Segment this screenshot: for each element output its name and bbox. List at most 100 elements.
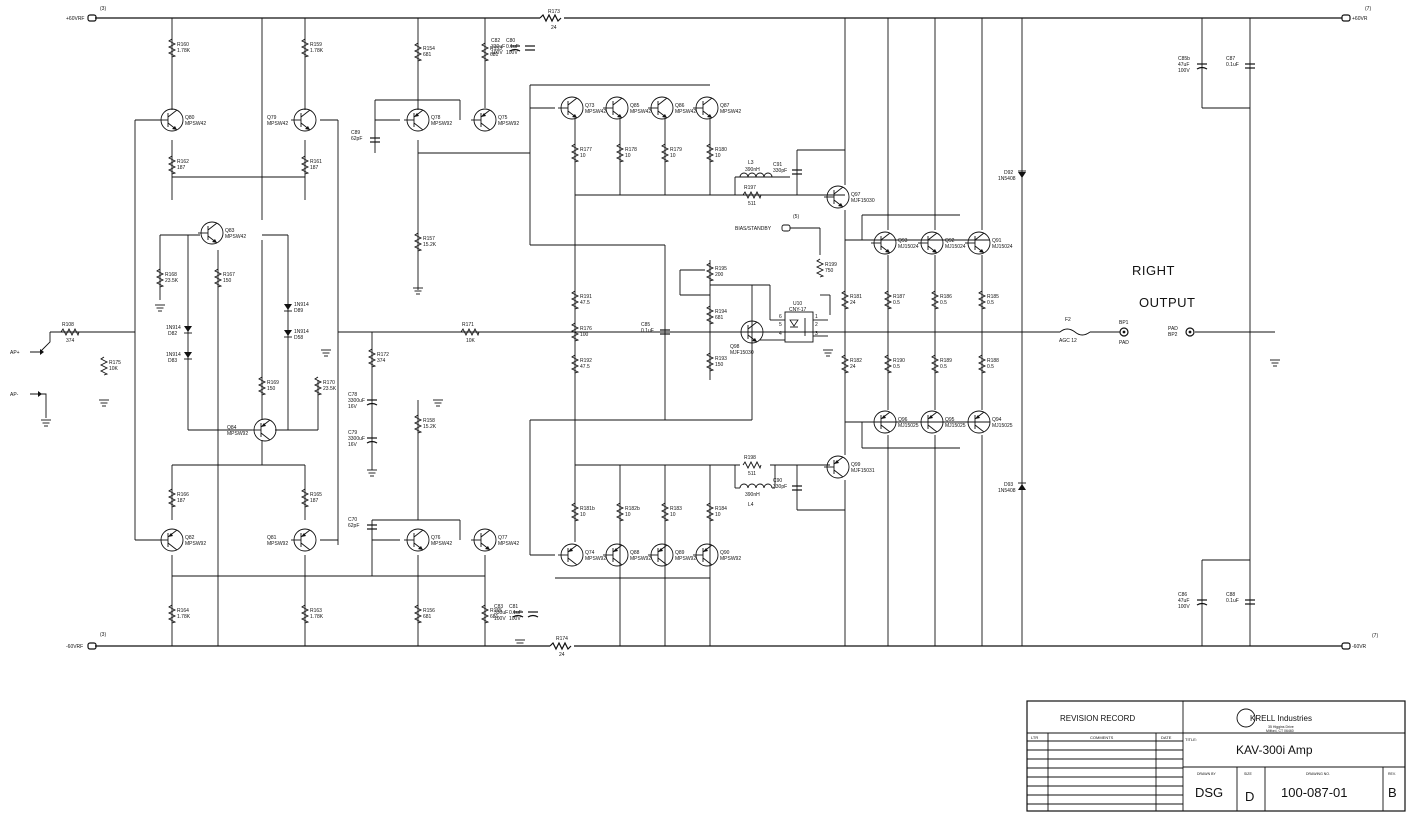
- resistor-ref: R169: [267, 380, 279, 386]
- resistor-ref: R191: [580, 294, 592, 300]
- binding-post-bp1: [1119, 327, 1129, 337]
- negative-rail-left-ref: (3): [100, 632, 106, 638]
- opto-pin-2: 2: [815, 322, 818, 328]
- capacitor-value: 62pF: [348, 523, 359, 529]
- title-block: [1026, 700, 1406, 812]
- resistor-value: 10: [670, 153, 676, 159]
- transistor-part: MPSW92: [675, 556, 696, 562]
- resistor-value: 0.5: [940, 364, 947, 370]
- capacitor-value: 0.1uF: [509, 610, 522, 616]
- revision-record-label: REVISION RECORD: [1060, 714, 1135, 723]
- ltr-label: LTR: [1031, 735, 1038, 740]
- r174-value: 24: [559, 652, 565, 658]
- capacitor-ref: C78: [348, 392, 357, 398]
- transistor-part: MPSW92: [185, 541, 206, 547]
- capacitor-voltage: 100V: [494, 616, 506, 622]
- capacitor-value: 0.1uF: [506, 44, 519, 50]
- diode-d93: [1018, 482, 1026, 490]
- resistor-ref: R178: [625, 147, 637, 153]
- resistor-value: 750: [825, 268, 834, 274]
- resistor-ref: R162: [177, 159, 189, 165]
- resistor-ref: R154: [423, 46, 435, 52]
- resistor-value: 1.78K: [310, 614, 324, 620]
- transistor-part: MJ15024: [945, 244, 966, 250]
- capacitor-voltage: 16V: [348, 404, 358, 410]
- resistor-ref: R167: [223, 272, 235, 278]
- resistor-ref: R190: [893, 358, 905, 364]
- resistor-ref: R160: [177, 42, 189, 48]
- capacitor-ref: C70: [348, 517, 357, 523]
- resistor-value: 100: [580, 332, 589, 338]
- resistor-ref: R158: [423, 418, 435, 424]
- capacitor-ref: C82: [491, 38, 500, 44]
- resistor-value: 10K: [466, 338, 476, 344]
- transistor-part: MPSW42: [585, 109, 606, 115]
- positive-rail-right-label: +60VR: [1352, 16, 1368, 22]
- size-value: D: [1245, 789, 1254, 804]
- resistor-ref: R184: [715, 506, 727, 512]
- transistor-part: MPSW42: [185, 121, 206, 127]
- diode-d89-ref: 1N914: [294, 302, 309, 308]
- diode-d83: [184, 352, 192, 360]
- resistor-ref: R166: [177, 492, 189, 498]
- resistor-value: 0.5: [893, 364, 900, 370]
- capacitor-ref: C89: [351, 130, 360, 136]
- diode-d92-ref: D92: [1004, 170, 1013, 176]
- inductor-l3-value: 390nH: [745, 167, 760, 173]
- drawing-no-label: DRAWING NO.: [1306, 772, 1330, 776]
- capacitor-voltage: 100V: [1178, 604, 1190, 610]
- transistor-ref: Q84: [227, 425, 237, 431]
- transistor-ref: Q80: [185, 115, 195, 121]
- transistor-ref: Q93: [898, 238, 908, 244]
- ground-symbol: [413, 287, 423, 295]
- capacitor-ref: C80: [506, 38, 515, 44]
- size-label: SIZE: [1244, 772, 1252, 776]
- negative-rail-right-ref: (7): [1372, 633, 1378, 639]
- resistor-value: 150: [223, 278, 232, 284]
- resistor-ref: R159: [310, 42, 322, 48]
- company-address-2: Milford, CT 06460: [1266, 729, 1294, 733]
- capacitor-value: 330uF: [491, 44, 505, 50]
- bias-standby-label: BIAS/STANDBY: [735, 226, 772, 232]
- optocoupler-part: CNY-17: [789, 307, 807, 313]
- resistor-ref: R199: [825, 262, 837, 268]
- ground-symbol: [155, 304, 165, 312]
- resistor-value: 1.78K: [177, 48, 191, 54]
- resistor-value: 187: [310, 498, 319, 504]
- bp1-ref: BP1: [1119, 320, 1129, 326]
- bias-standby-ref: (5): [793, 214, 799, 220]
- input-plus: [30, 332, 51, 355]
- diode-d58-sub: D58: [294, 335, 303, 341]
- ground-symbol: [433, 399, 443, 407]
- resistor-value: 15.2K: [423, 242, 437, 248]
- resistor-value: 681: [423, 614, 432, 620]
- resistor-ref: R157: [423, 236, 435, 242]
- resistor-ref: R168: [165, 272, 177, 278]
- capacitor-value: 330pF: [773, 484, 787, 490]
- opto-pin-4: 4: [779, 331, 782, 337]
- resistor-value: 10: [625, 512, 631, 518]
- resistor-ref: R182: [850, 358, 862, 364]
- transistor-ref: Q98: [730, 344, 740, 350]
- fuse-value: AGC 12: [1059, 338, 1077, 344]
- transistor-part: MPSW42: [267, 121, 288, 127]
